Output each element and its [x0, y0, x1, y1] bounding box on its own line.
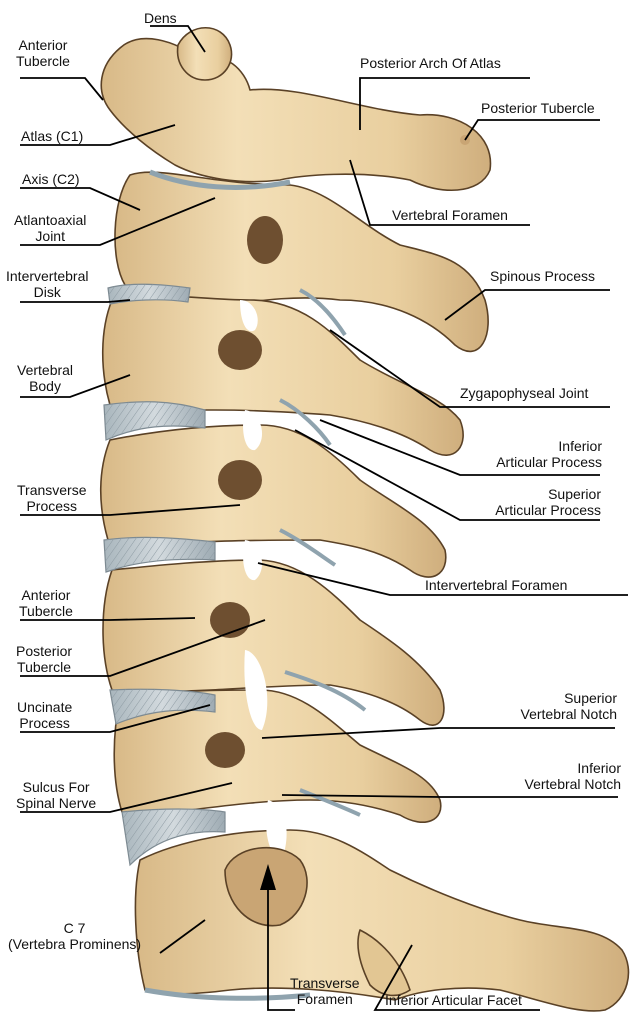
- foramen-c3: [218, 330, 262, 370]
- foramen-c6: [205, 732, 245, 768]
- foramen-c4: [218, 460, 262, 500]
- label-atlas-c1: Atlas (C1): [21, 128, 84, 144]
- label-posterior-arch-atlas: Posterior Arch Of Atlas: [360, 55, 501, 71]
- label-spinous-process: Spinous Process: [490, 268, 596, 284]
- disk-group: [103, 169, 367, 1001]
- dens: [176, 26, 233, 81]
- label-vertebral-foramen: Vertebral Foramen: [392, 207, 508, 223]
- leader-lines: [20, 25, 628, 1011]
- atlantoaxial-joint: [149, 169, 291, 190]
- inferior-articular-facet-shape: [357, 929, 411, 997]
- label-intervertebral-foramen: Intervertebral Foramen: [425, 577, 568, 593]
- label-axis-c2: Axis (C2): [22, 171, 80, 187]
- label-posterior-tubercle-right: Posterior Tubercle: [481, 100, 595, 116]
- vertebral-foramen-c2: [247, 216, 283, 264]
- transverse-foramen-arrow: [260, 864, 276, 890]
- label-inferior-articular-facet: Inferior Articular Facet: [385, 992, 522, 1008]
- label-c7: C 7(Vertebra Prominens): [8, 920, 142, 952]
- label-zygapophyseal-joint: Zygapophyseal Joint: [460, 385, 589, 401]
- label-dens: Dens: [144, 10, 177, 26]
